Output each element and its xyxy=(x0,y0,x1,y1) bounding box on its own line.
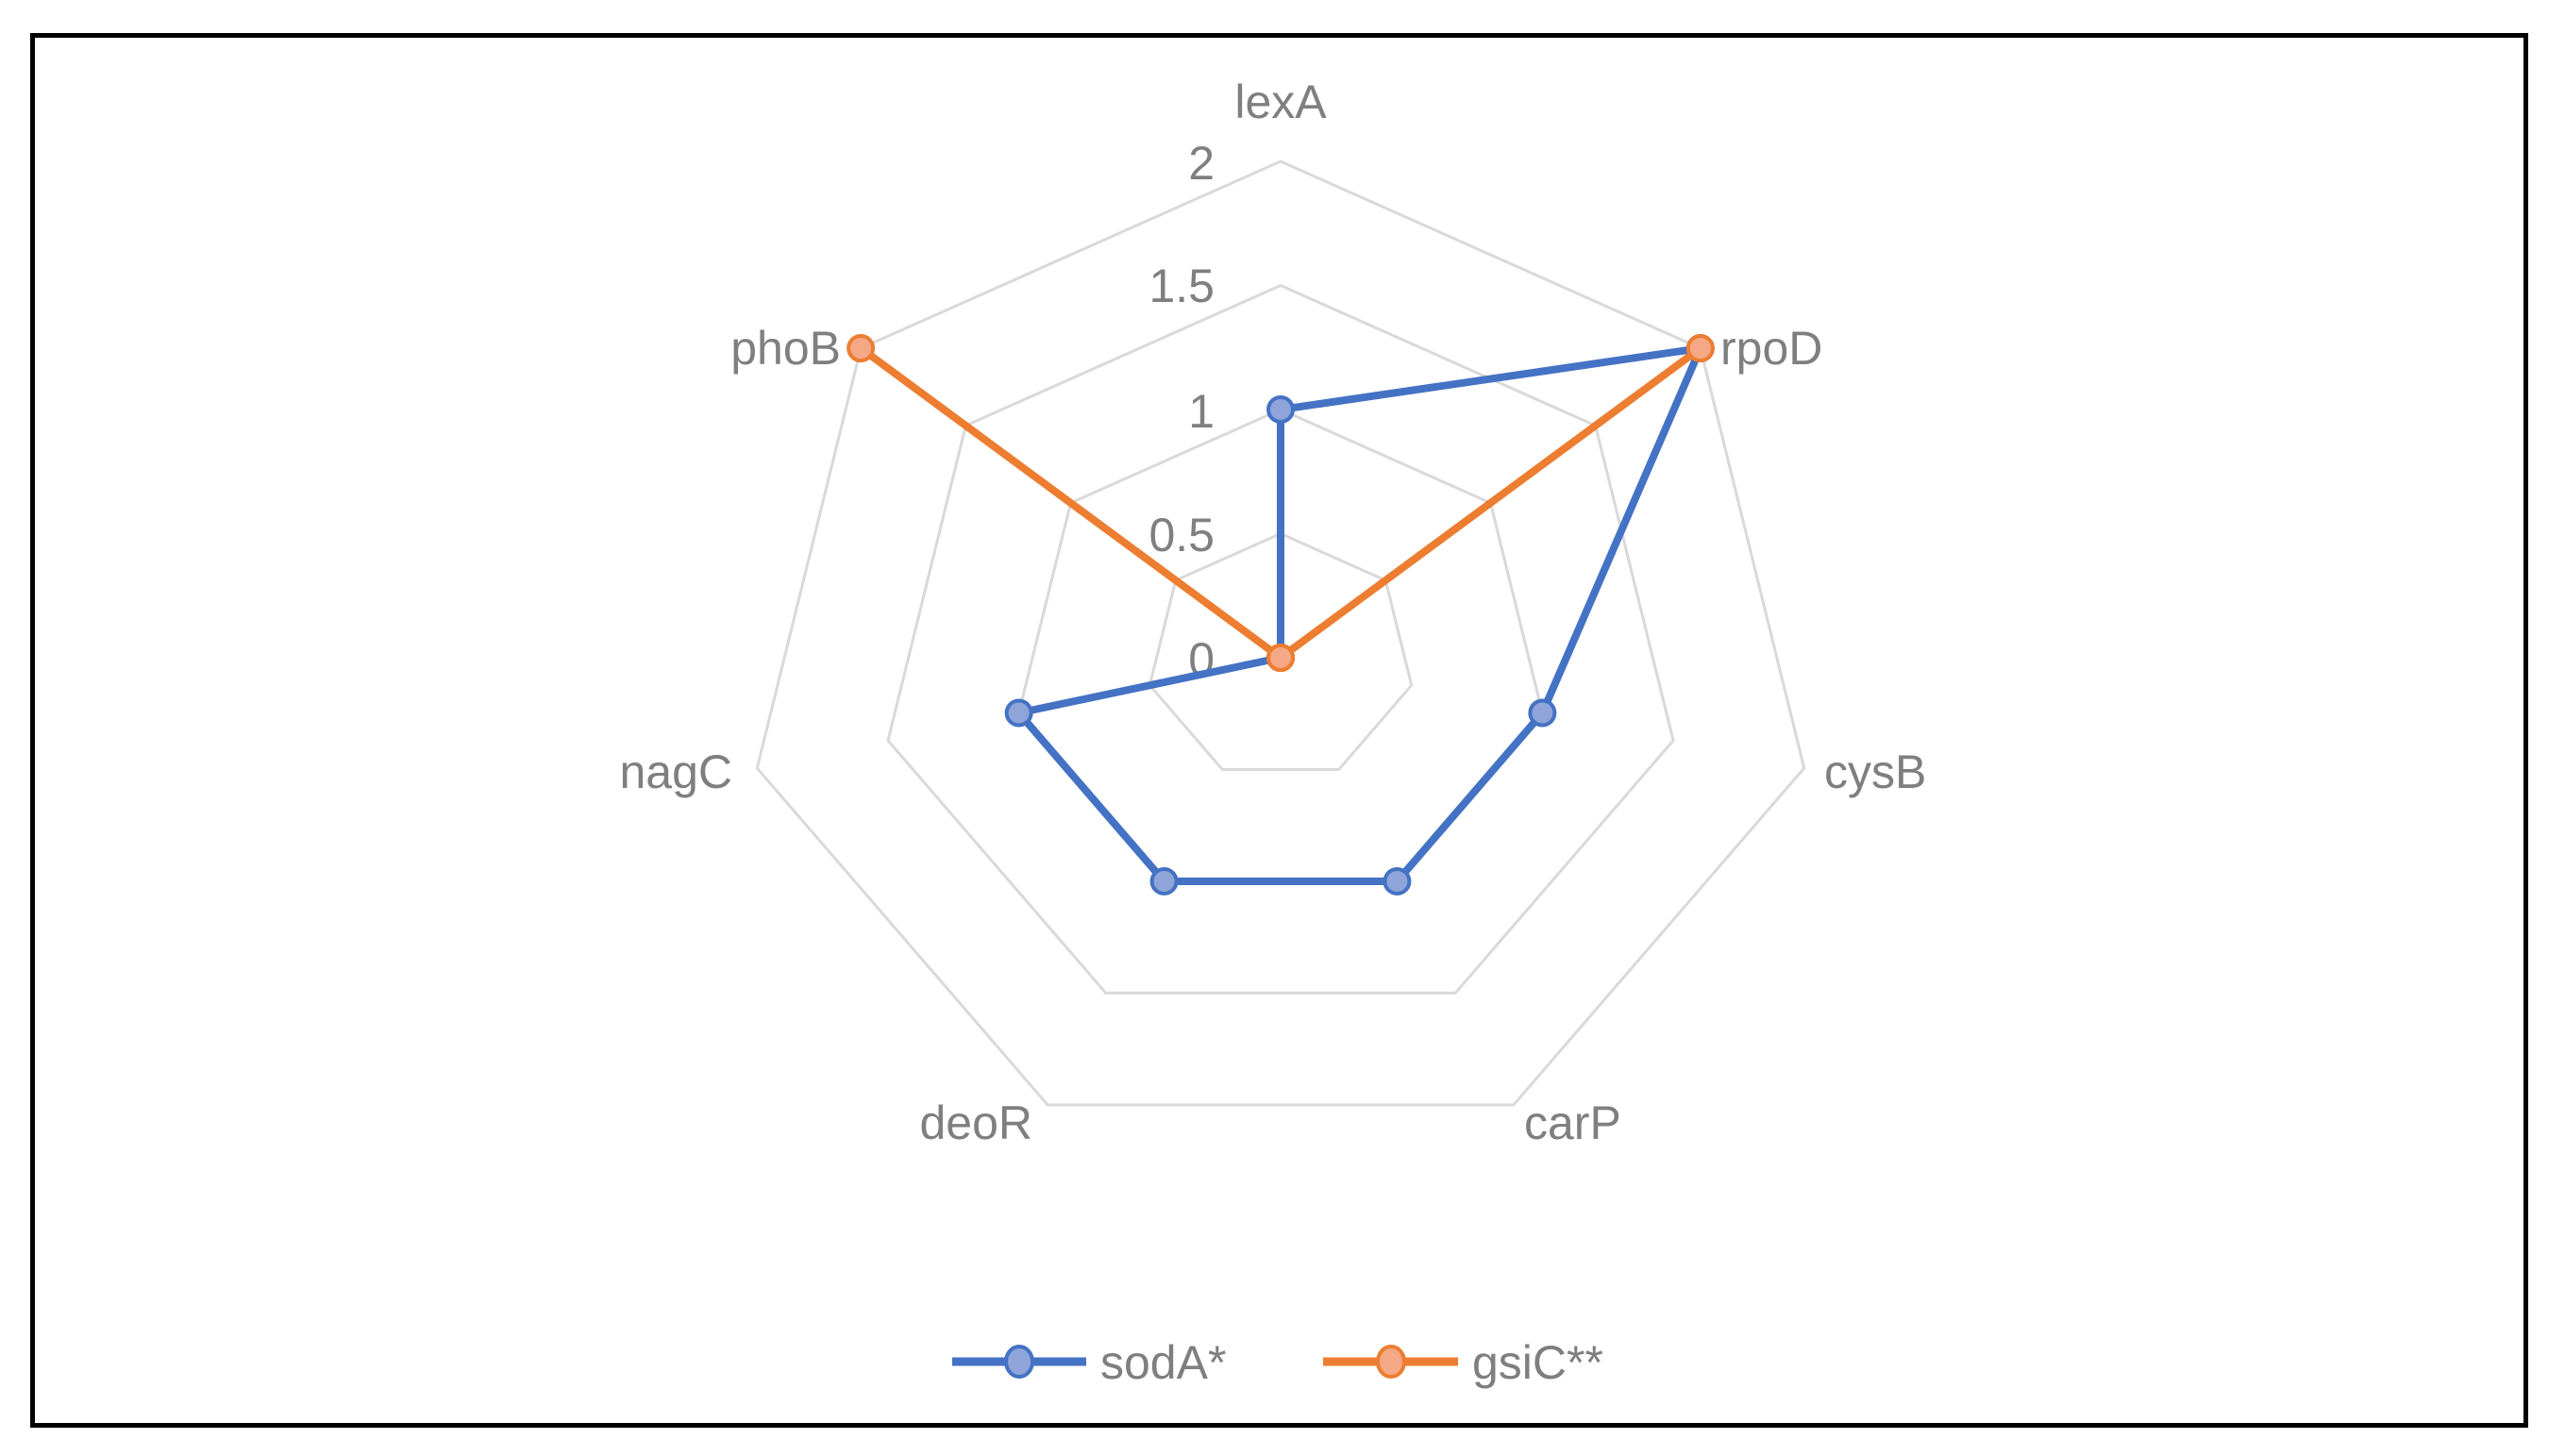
legend-item-gsiC[interactable]: gsiC** xyxy=(1323,1336,1603,1389)
category-label-phoB: phoB xyxy=(730,322,841,375)
tick-label-1: 1 xyxy=(1188,385,1215,438)
category-label-carP: carP xyxy=(1524,1096,1621,1149)
series-line xyxy=(1014,344,1704,885)
category-label-nagC: nagC xyxy=(619,745,732,798)
legend-marker-circle-icon xyxy=(1376,1345,1406,1379)
data-point-circle-icon[interactable] xyxy=(1004,698,1033,728)
category-label-lexA: lexA xyxy=(1234,75,1327,128)
category-label-rpoD: rpoD xyxy=(1720,322,1822,375)
legend-label-gsiC: gsiC** xyxy=(1472,1336,1603,1389)
legend-marker-circle-icon xyxy=(1004,1345,1034,1379)
legend-item-sodA[interactable]: sodA* xyxy=(952,1336,1226,1389)
series-gsiC[interactable] xyxy=(847,334,1715,672)
category-label-cysB: cysB xyxy=(1824,745,1926,798)
legend-label-sodA: sodA* xyxy=(1100,1336,1226,1389)
data-point-circle-icon[interactable] xyxy=(1383,866,1412,895)
grid-ring xyxy=(755,159,1806,1107)
legend: sodA* gsiC** xyxy=(952,1336,1603,1389)
series-layer xyxy=(847,334,1715,895)
data-point-circle-icon[interactable] xyxy=(1149,866,1179,895)
data-point-circle-icon[interactable] xyxy=(1266,644,1295,672)
tick-label-0-5: 0.5 xyxy=(1148,509,1215,561)
grid-ring xyxy=(886,283,1675,995)
data-point-circle-icon[interactable] xyxy=(847,334,876,363)
data-point-circle-icon[interactable] xyxy=(1528,698,1557,728)
tick-label-1-5: 1.5 xyxy=(1148,259,1215,312)
category-labels: lexA rpoD cysB carP deoR nagC phoB xyxy=(619,75,1926,1149)
data-point-circle-icon[interactable] xyxy=(1266,395,1295,424)
data-point-circle-icon[interactable] xyxy=(1685,334,1715,363)
category-label-deoR: deoR xyxy=(919,1096,1032,1149)
tick-label-2: 2 xyxy=(1188,137,1215,190)
chart-frame xyxy=(30,33,2528,1428)
grid-ring xyxy=(1148,531,1414,771)
